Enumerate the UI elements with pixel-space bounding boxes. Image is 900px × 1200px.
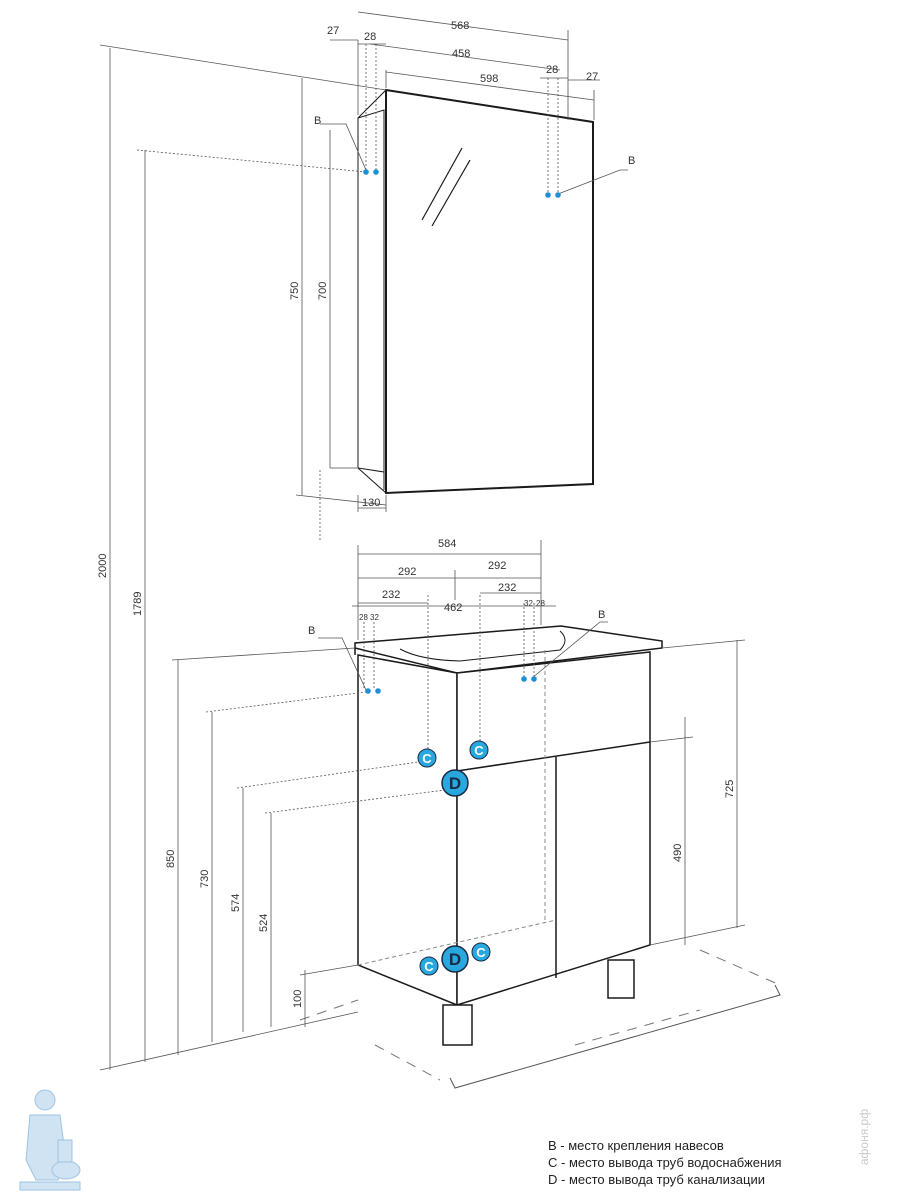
pipe-markers: C C D C C D <box>417 740 491 976</box>
dim-28-cab-right: 28 <box>536 599 545 608</box>
dim-2000: 2000 <box>97 554 109 578</box>
dim-28-left: 28 <box>364 31 376 43</box>
dim-130: 130 <box>362 497 380 509</box>
dim-584: 584 <box>438 538 456 550</box>
dim-232-left: 232 <box>382 589 400 601</box>
dim-292-right: 292 <box>488 560 506 572</box>
dim-292-left: 292 <box>398 566 416 578</box>
mounting-points <box>363 169 561 694</box>
b-labels: B B B B <box>308 115 635 637</box>
label-b-vanity-right: B <box>598 609 605 621</box>
marker-d-1: D <box>449 774 461 793</box>
watermark: афоня.рф <box>857 1088 890 1192</box>
dim-750: 750 <box>289 282 301 300</box>
mirror-side-dims: 750 700 130 <box>289 282 380 509</box>
marker-c-4: C <box>476 945 486 960</box>
dim-598: 598 <box>480 73 498 85</box>
mirror-cabinet <box>330 88 594 495</box>
dim-850: 850 <box>165 850 177 868</box>
dim-232-right: 232 <box>498 582 516 594</box>
marker-c-3: C <box>424 959 434 974</box>
cabinet-top-dims: 584 292 292 232 232 462 28 32 32 28 <box>359 538 545 622</box>
marker-d-2: D <box>449 950 461 969</box>
legend-b: B - место крепления навесов <box>548 1138 724 1153</box>
dim-524: 524 <box>258 914 270 932</box>
marker-c-1: C <box>422 751 432 766</box>
dim-574: 574 <box>230 894 242 912</box>
watermark-text: афоня.рф <box>857 1108 872 1166</box>
dim-730: 730 <box>199 870 211 888</box>
dim-490: 490 <box>672 844 684 862</box>
label-b-mirror-right: B <box>628 155 635 167</box>
dim-28-right: 28 <box>546 64 558 76</box>
dimension-lines <box>99 11 746 1071</box>
legend-c: C - место вывода труб водоснабжения <box>548 1155 782 1170</box>
height-dims-left: 2000 1789 850 730 574 524 100 <box>97 554 304 1008</box>
height-dims-right: 725 490 <box>672 780 736 862</box>
dim-27-left: 27 <box>327 25 339 37</box>
dim-27-right: 27 <box>586 71 598 83</box>
label-b-vanity-left: B <box>308 625 315 637</box>
dim-1789: 1789 <box>132 592 144 616</box>
dim-32-cab-right: 32 <box>524 599 533 608</box>
plumber-mascot-logo <box>19 1089 81 1191</box>
dim-568: 568 <box>451 20 469 32</box>
dim-700: 700 <box>317 282 329 300</box>
dim-458: 458 <box>452 48 470 60</box>
legend-d: D - место вывода труб канализации <box>548 1172 766 1187</box>
dim-28-cab-left: 28 <box>359 613 368 622</box>
mirror-top-dims: 568 27 28 458 598 28 27 <box>327 20 598 85</box>
dim-100: 100 <box>292 990 304 1008</box>
dim-32-cab-left: 32 <box>370 613 379 622</box>
legend: B - место крепления навесов C - место вы… <box>548 1137 782 1188</box>
dim-725: 725 <box>724 780 736 798</box>
label-b-mirror-left: B <box>314 115 321 127</box>
vanity-cabinet <box>299 625 781 1089</box>
dim-462: 462 <box>444 602 462 614</box>
marker-c-2: C <box>474 743 484 758</box>
